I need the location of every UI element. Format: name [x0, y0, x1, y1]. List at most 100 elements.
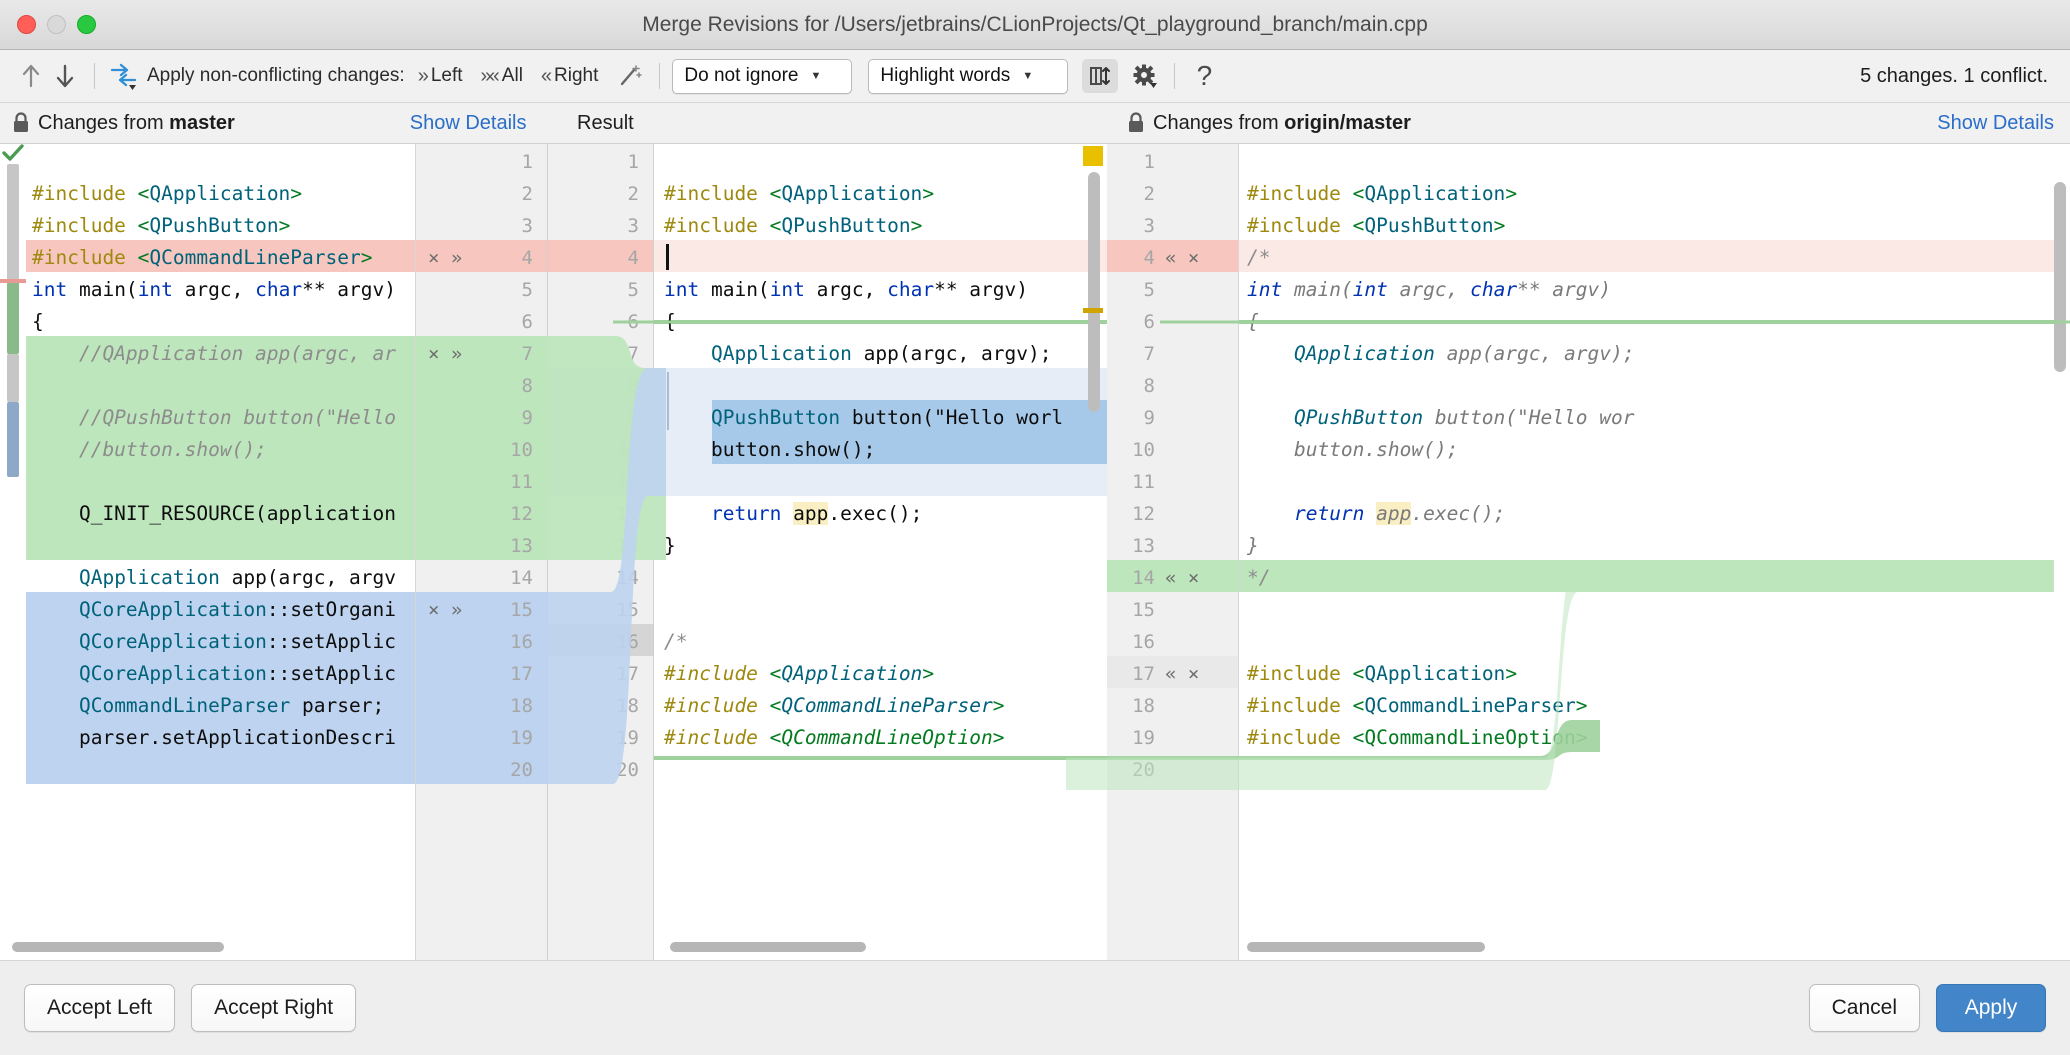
right-gutter-row-conflict: [1107, 240, 1238, 272]
apply-left-button[interactable]: » Left: [409, 65, 472, 88]
line-number: 6: [521, 311, 533, 333]
line-number: 11: [1132, 471, 1155, 493]
right-vscroll-track[interactable]: [2050, 144, 2068, 960]
result-change-marker-line: [1083, 308, 1103, 313]
code-line: parser.setApplicationDescri: [32, 726, 396, 749]
close-button[interactable]: [17, 15, 36, 34]
line-number: 7: [627, 343, 639, 365]
chevron-down-icon: ▼: [810, 70, 822, 82]
code-line: QApplication app(argc, argv);: [1293, 342, 1635, 365]
code-line: QCoreApplication::setApplic: [78, 630, 396, 653]
code-line: QCoreApplication::setOrgani: [78, 598, 396, 621]
code-line: QApplication app(argc, argv: [78, 566, 396, 589]
help-icon[interactable]: ?: [1196, 60, 1213, 91]
line-number: 19: [616, 727, 639, 749]
result-vscrollbar-thumb[interactable]: [1088, 172, 1100, 412]
result-conflict-marker-square[interactable]: [1083, 146, 1103, 166]
apply-change-action[interactable]: × »: [428, 599, 463, 621]
minimize-button[interactable]: [47, 15, 66, 34]
code-line: #include <QCommandLineParser>: [1247, 694, 1588, 717]
zoom-button[interactable]: [77, 15, 96, 34]
line-number: 18: [510, 695, 533, 717]
apply-changes-icon[interactable]: [107, 59, 141, 93]
right-code-area[interactable]: #include <QApplication>#include <QPushBu…: [1239, 144, 2054, 960]
code-line: [1239, 594, 2054, 626]
line-number: 12: [510, 503, 533, 525]
previous-difference-button[interactable]: [14, 59, 48, 93]
marker-blue-1: [7, 402, 19, 477]
left-code-area[interactable]: #include <QApplication>#include <QPushBu…: [26, 144, 415, 960]
apply-button[interactable]: Apply: [1936, 984, 2046, 1032]
code-line: [654, 466, 1107, 498]
marker-gray-2: [7, 354, 19, 402]
panel-headers: Changes from master Show Details Result …: [0, 103, 2070, 143]
line-number: 10: [616, 439, 639, 461]
result-vscroll-track[interactable]: [1083, 144, 1103, 960]
code-line: int main(int argc, char** argv): [664, 278, 1028, 301]
line-number: 5: [521, 279, 533, 301]
apply-change-action[interactable]: × »: [428, 343, 463, 365]
window-title: Merge Revisions for /Users/jetbrains/CLi…: [642, 12, 1428, 36]
left-pane[interactable]: #include <QApplication>#include <QPushBu…: [0, 144, 547, 960]
line-number: 16: [510, 631, 533, 653]
highlight-policy-select[interactable]: Highlight words ▼: [868, 58, 1069, 94]
code-line: [654, 754, 1107, 786]
accept-right-button[interactable]: Accept Right: [191, 984, 357, 1032]
line-number: 5: [1143, 279, 1155, 301]
line-number: 5: [627, 279, 639, 301]
line-number: 20: [510, 759, 533, 781]
code-line: int main(int argc, char** argv): [1247, 278, 1611, 301]
apply-right-button[interactable]: « Right: [532, 65, 607, 88]
left-show-details-link[interactable]: Show Details: [409, 111, 527, 134]
line-number: 8: [521, 375, 533, 397]
line-number: 6: [627, 311, 639, 333]
left-change-markers[interactable]: [0, 144, 26, 960]
right-code-lines: #include <QApplication>#include <QPushBu…: [1239, 144, 2054, 960]
code-line: QApplication app(argc, argv);: [710, 342, 1052, 365]
next-difference-button[interactable]: [48, 59, 82, 93]
right-hscrollbar[interactable]: [1247, 942, 1485, 952]
accept-all-left-check-icon[interactable]: [0, 144, 26, 166]
apply-change-action[interactable]: « ×: [1165, 663, 1200, 685]
line-number: 11: [510, 471, 533, 493]
apply-change-action[interactable]: « ×: [1165, 567, 1200, 589]
left-panel-title: Changes from master: [38, 111, 235, 134]
code-line: [26, 530, 415, 562]
ignore-policy-select[interactable]: Do not ignore ▼: [672, 58, 853, 94]
line-number: 3: [627, 215, 639, 237]
accept-left-button[interactable]: Accept Left: [24, 984, 176, 1032]
result-panel-header: Result: [540, 103, 1105, 143]
code-line: button.show();: [1247, 438, 1459, 461]
change-summary-status: 5 changes. 1 conflict.: [1860, 64, 2048, 87]
line-number: 18: [1132, 695, 1155, 717]
right-vscrollbar-thumb[interactable]: [2054, 182, 2066, 372]
result-hscrollbar[interactable]: [670, 942, 866, 952]
right-show-details-link[interactable]: Show Details: [1937, 111, 2054, 134]
cancel-button[interactable]: Cancel: [1808, 984, 1920, 1032]
toolbar-divider-2: [659, 63, 661, 89]
line-number: 4: [627, 247, 639, 269]
left-hscrollbar[interactable]: [12, 942, 224, 952]
apply-change-action[interactable]: × »: [428, 247, 463, 269]
gear-icon[interactable]: [1128, 59, 1162, 93]
apply-change-action[interactable]: « ×: [1165, 247, 1200, 269]
collapse-unchanged-icon[interactable]: [1082, 59, 1119, 93]
result-selection-highlight: [712, 400, 1107, 464]
line-number: 19: [1132, 727, 1155, 749]
line-number: 14: [510, 567, 533, 589]
line-number: 1: [627, 151, 639, 173]
apply-all-button[interactable]: »« All: [472, 65, 532, 88]
ignore-policy-value: Do not ignore: [684, 65, 799, 86]
magic-resolve-icon[interactable]: [613, 59, 647, 93]
code-line: #include <QPushButton>: [1247, 214, 1506, 237]
line-number: 15: [510, 599, 533, 621]
code-line: }: [1247, 534, 1259, 557]
result-code-area[interactable]: #include <QApplication>#include <QPushBu…: [653, 144, 1107, 960]
line-number: 11: [616, 471, 639, 493]
